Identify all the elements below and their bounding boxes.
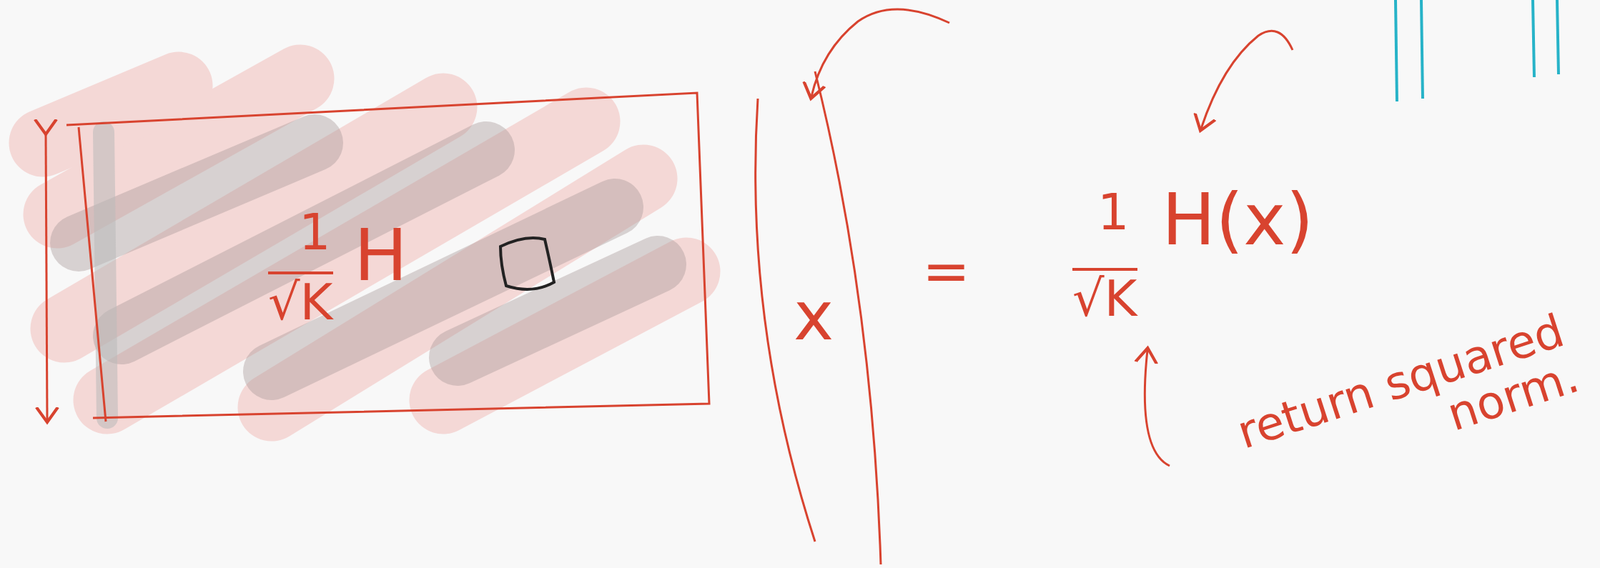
curved-arrow	[1201, 30, 1293, 129]
pointer-arrow	[1144, 350, 1170, 467]
fraction-numerator: 1	[1097, 187, 1130, 238]
matrix-outline	[66, 92, 710, 419]
norm-bars	[1395, 0, 1559, 102]
result-expression: H(x)	[1161, 184, 1314, 256]
vector-node: x	[761, 107, 869, 537]
matrix-shading	[42, 78, 687, 419]
curved-arrow	[811, 9, 950, 97]
equals-sign: =	[922, 243, 971, 301]
fraction-numerator: 1	[298, 207, 332, 258]
fraction-denominator: √K	[268, 271, 334, 328]
annotation-note: return squared norm.	[1201, 306, 1585, 513]
square-symbol	[500, 238, 555, 290]
vector-symbol: x	[793, 282, 834, 351]
fraction-denominator: √K	[1072, 268, 1138, 324]
matrix-left-edge	[78, 127, 106, 422]
matrix-node: 1 √K H	[107, 128, 694, 408]
height-arrow	[45, 132, 48, 421]
matrix-symbol: H	[353, 220, 408, 292]
